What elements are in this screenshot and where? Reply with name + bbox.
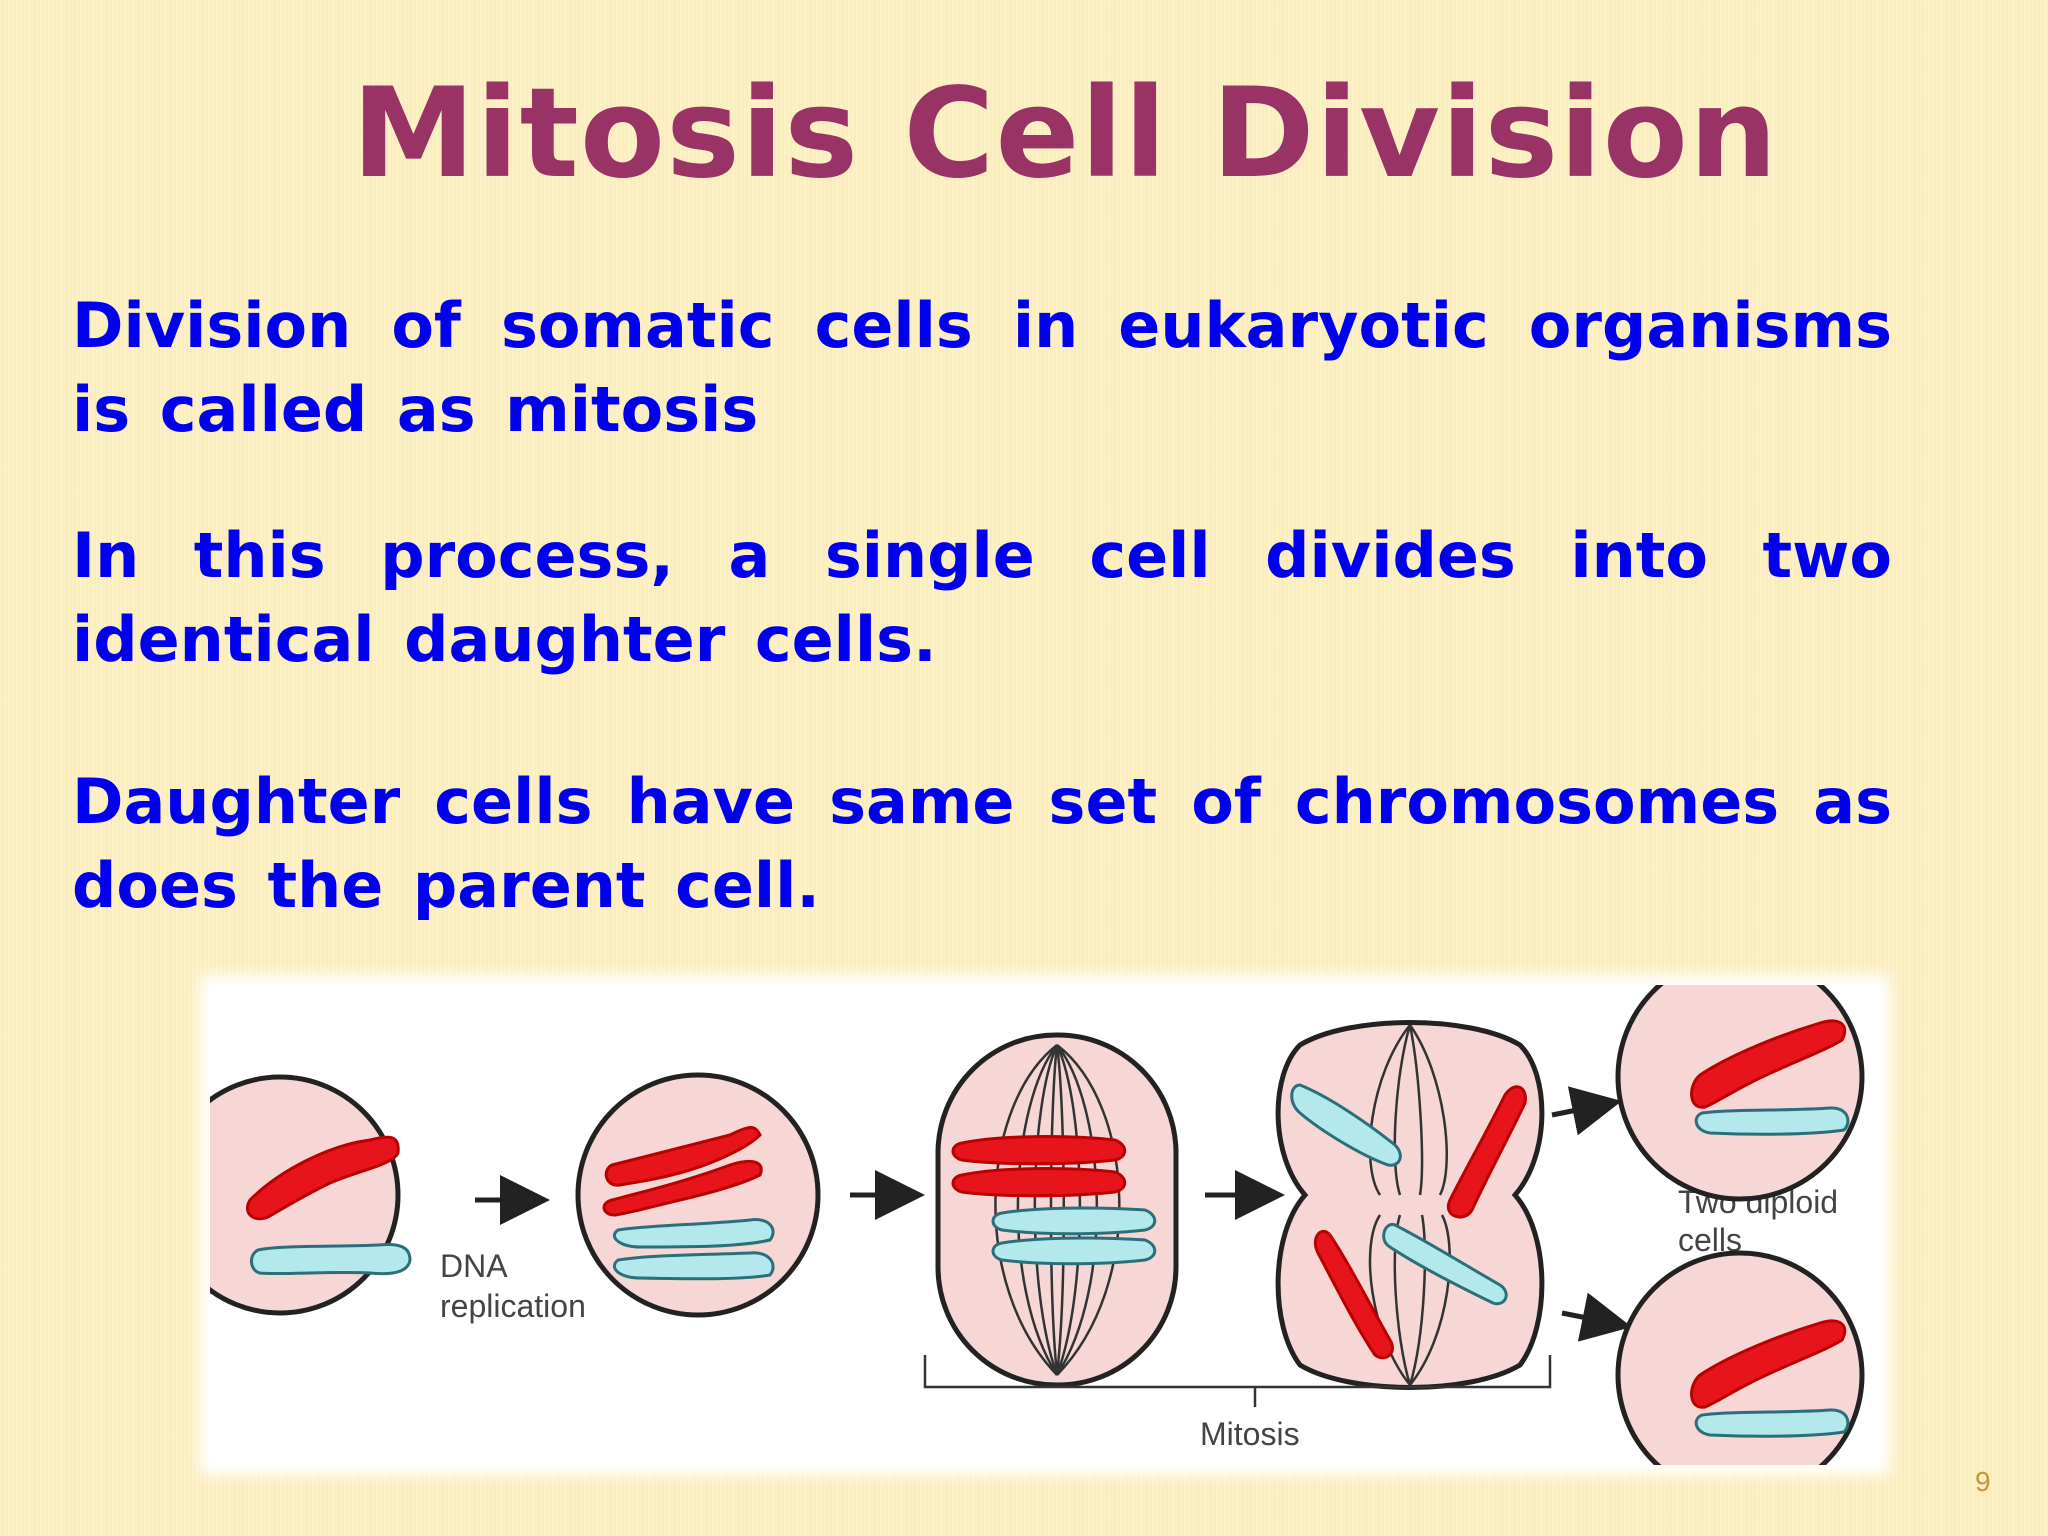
- chromosome-red: [245, 1135, 400, 1221]
- page-number: 9: [1975, 1466, 1991, 1497]
- chromosome-cyan: [1382, 1223, 1508, 1306]
- anaphase-cell: [1275, 1020, 1545, 1390]
- mitosis-diagram-svg: DNA replication: [210, 985, 1865, 1465]
- chromosome-red: [1690, 1319, 1847, 1409]
- chromosome-cyan: [1290, 1083, 1402, 1167]
- chromosome-cyan: [1694, 1106, 1850, 1136]
- chromosome-red: [604, 1126, 762, 1187]
- chromosome-cyan: [1694, 1408, 1850, 1438]
- metaphase-cell: [935, 1032, 1179, 1388]
- paragraph-daughter-cells: Daughter cells have same set of chromoso…: [72, 765, 1892, 922]
- chromosome-red: [951, 1167, 1127, 1198]
- daughter-cell-top: [1615, 985, 1865, 1202]
- chromosome-cyan: [612, 1251, 775, 1281]
- replicated-cell: [575, 1072, 821, 1318]
- arrow-down-right: [1561, 1292, 1632, 1342]
- chromosome-red: [602, 1159, 763, 1217]
- chromosome-cyan: [991, 1236, 1157, 1266]
- daughter-cell-bottom: [1615, 1250, 1865, 1465]
- chromosome-cyan: [250, 1243, 412, 1276]
- chromosome-red: [1313, 1229, 1394, 1360]
- label-dna: DNA: [440, 1248, 508, 1284]
- slide-title: Mitosis Cell Division: [351, 62, 1779, 206]
- paragraph-process: In this process, a single cell divides i…: [72, 519, 1892, 676]
- mitosis-bracket: [923, 1355, 1552, 1407]
- parent-cell: [210, 1074, 412, 1316]
- label-mitosis: Mitosis: [1200, 1416, 1300, 1452]
- label-replication: replication: [440, 1288, 586, 1324]
- mitosis-diagram: DNA replication: [210, 985, 1880, 1465]
- spindle-fibers: [994, 1044, 1121, 1376]
- arrow-up-right: [1551, 1086, 1622, 1136]
- chromosome-cyan: [612, 1218, 775, 1249]
- chromosome-red: [951, 1135, 1127, 1166]
- chromosome-red: [1446, 1085, 1527, 1219]
- spindle-fibers: [1368, 1024, 1451, 1386]
- chromosome-cyan: [991, 1206, 1157, 1236]
- chromosome-red: [1690, 1019, 1847, 1109]
- paragraph-definition: Division of somatic cells in eukaryotic …: [72, 289, 1892, 446]
